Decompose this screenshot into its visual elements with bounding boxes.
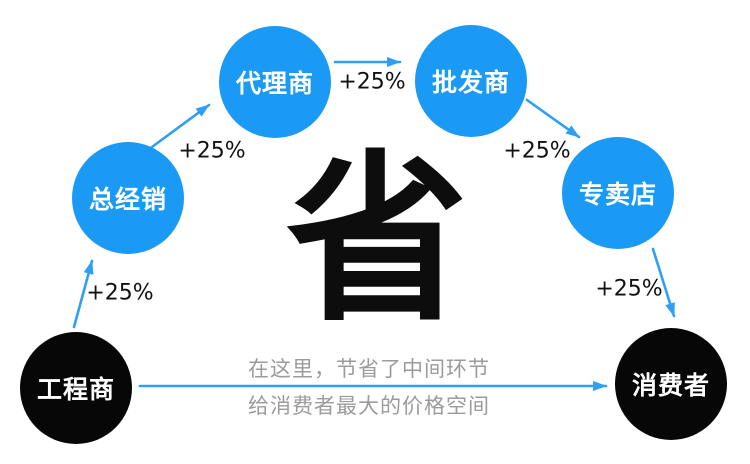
node-general-distributor: 总经销 [72, 142, 184, 254]
footer-line-1: 在这里，节省了中间环节 [248, 357, 490, 381]
node-label: 代理商 [235, 69, 314, 98]
markup-label-wholesaler-store: +25% [503, 138, 571, 164]
node-wholesaler: 批发商 [415, 25, 527, 137]
node-consumer: 消费者 [615, 328, 727, 440]
footer-line-2: 给消费者最大的价格空间 [248, 394, 490, 418]
arrow-wholesaler-to-store [525, 98, 581, 139]
node-label: 专卖店 [578, 180, 657, 209]
markup-label-contractor-distributor: +25% [86, 280, 154, 306]
node-agent: 代理商 [219, 26, 331, 138]
node-engineering-contractor: 工程商 [20, 332, 132, 444]
node-specialty-store: 专卖店 [562, 137, 674, 249]
save-character: 省 [286, 134, 468, 346]
node-label: 工程商 [36, 375, 115, 404]
node-label: 消费者 [631, 371, 710, 400]
markup-label-distributor-agent: +25% [178, 138, 246, 164]
node-label: 总经销 [88, 185, 167, 214]
node-label: 批发商 [431, 68, 510, 97]
markup-label-agent-wholesaler: +25% [338, 69, 406, 95]
markup-label-store-consumer: +25% [595, 276, 663, 302]
